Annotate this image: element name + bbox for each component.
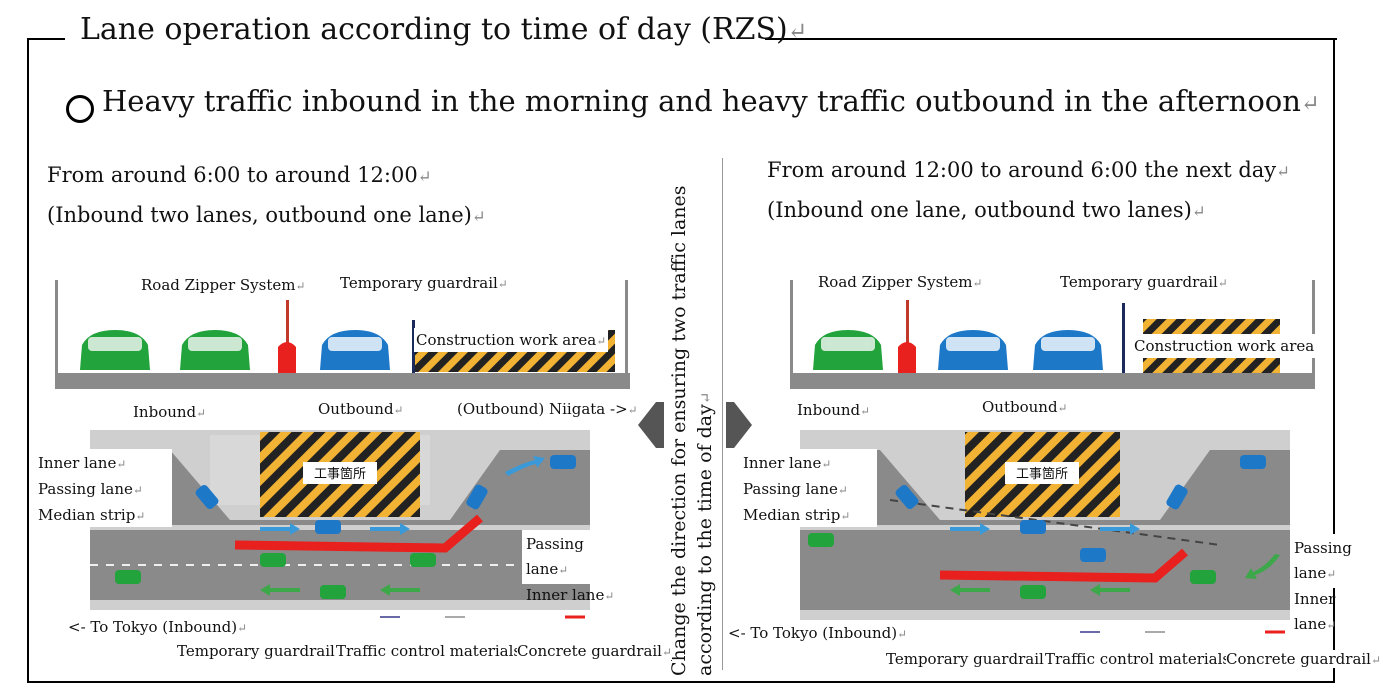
arrow-right-stem <box>726 402 734 448</box>
legend-strip <box>1040 627 1290 637</box>
right-road-zipper-label: Road Zipper System↵ <box>818 273 983 291</box>
right-legend-temp-guardrail: Temporary guardrail <box>886 650 1044 668</box>
construction-site-sign: 工事箇所 <box>1016 466 1068 482</box>
blue-car-icon <box>320 330 390 370</box>
left-outbound-label: Outbound↵ <box>318 400 404 418</box>
left-plan-view: 工事箇所 <box>90 430 590 622</box>
construction-site-sign: 工事箇所 <box>314 466 366 482</box>
left-to-tokyo-label: <- To Tokyo (Inbound)↵ <box>68 618 247 636</box>
blue-car-icon <box>938 330 1008 370</box>
right-plan-view: 工事箇所 <box>800 430 1290 637</box>
left-work-area-label: Construction work area↵ <box>414 328 609 352</box>
right-legend-traffic-materials: Traffic control materials <box>1045 650 1231 668</box>
green-car-icon <box>813 330 883 370</box>
left-inbound-label: Inbound↵ <box>133 403 206 421</box>
circle-bullet-icon <box>66 95 94 123</box>
page-subtitle: Heavy traffic inbound in the morning and… <box>102 84 1320 118</box>
plan-green-car <box>808 533 1216 599</box>
left-period-heading: From around 6:00 to around 12:00↵ (Inbou… <box>47 163 486 227</box>
plan-blue-car <box>195 455 576 534</box>
green-car-icon <box>180 330 250 370</box>
left-legend-concrete-guardrail: Concrete guardrail↵ <box>517 642 672 660</box>
concrete-guardrail-line <box>939 548 1188 583</box>
right-lane-labels: Inner lane↵ Passing lane↵ Median strip↵ <box>739 449 877 527</box>
left-lane-labels-right: Passing lane↵ Inner lane↵ <box>522 530 626 604</box>
right-temp-guardrail-label: Temporary guardrail↵ <box>1060 273 1228 291</box>
legend-strip <box>350 612 590 622</box>
left-lane-labels: Inner lane↵ Passing lane↵ Median strip↵ <box>34 449 172 527</box>
left-temp-guardrail-label: Temporary guardrail↵ <box>340 274 508 292</box>
arrow-left-stem <box>656 402 664 448</box>
right-lane-labels-right: Passing lane↵ Inner lane↵ <box>1290 534 1382 633</box>
right-period-heading: From around 12:00 to around 6:00 the nex… <box>767 158 1290 222</box>
right-inbound-label: Inbound↵ <box>797 401 870 419</box>
direction-arrows <box>638 402 752 448</box>
frame-top-right <box>765 38 1337 40</box>
left-road-zipper-label: Road Zipper System↵ <box>141 276 306 294</box>
plan-green-car <box>115 553 436 599</box>
plan-blue-car <box>895 455 1266 562</box>
left-legend-traffic-materials: Traffic control materials <box>336 642 522 660</box>
right-work-area-label: Construction work area <box>1132 334 1317 358</box>
right-cross-section <box>790 280 1315 389</box>
left-legend-temp-guardrail: Temporary guardrail <box>177 642 335 660</box>
concrete-guardrail-line <box>234 514 483 553</box>
diagram-frame <box>27 39 1335 683</box>
road-zipper-barrier-icon <box>278 300 296 373</box>
right-to-tokyo-label: <- To Tokyo (Inbound)↵ <box>728 624 907 642</box>
arrow-left-icon <box>638 402 656 448</box>
green-car-icon <box>80 330 150 370</box>
frame-top-left <box>27 38 65 40</box>
arrow-right-icon <box>734 402 752 448</box>
right-outbound-label: Outbound↵ <box>982 398 1068 416</box>
right-legend-concrete-guardrail: Concrete guardrail↵ <box>1226 650 1381 668</box>
center-divider <box>722 158 723 670</box>
page-title: Lane operation according to time of day … <box>80 12 808 47</box>
left-niigata-label: (Outbound) Niigata ->↵ <box>457 400 638 418</box>
blue-car-icon <box>1033 330 1103 370</box>
road-zipper-barrier-icon <box>898 300 916 373</box>
